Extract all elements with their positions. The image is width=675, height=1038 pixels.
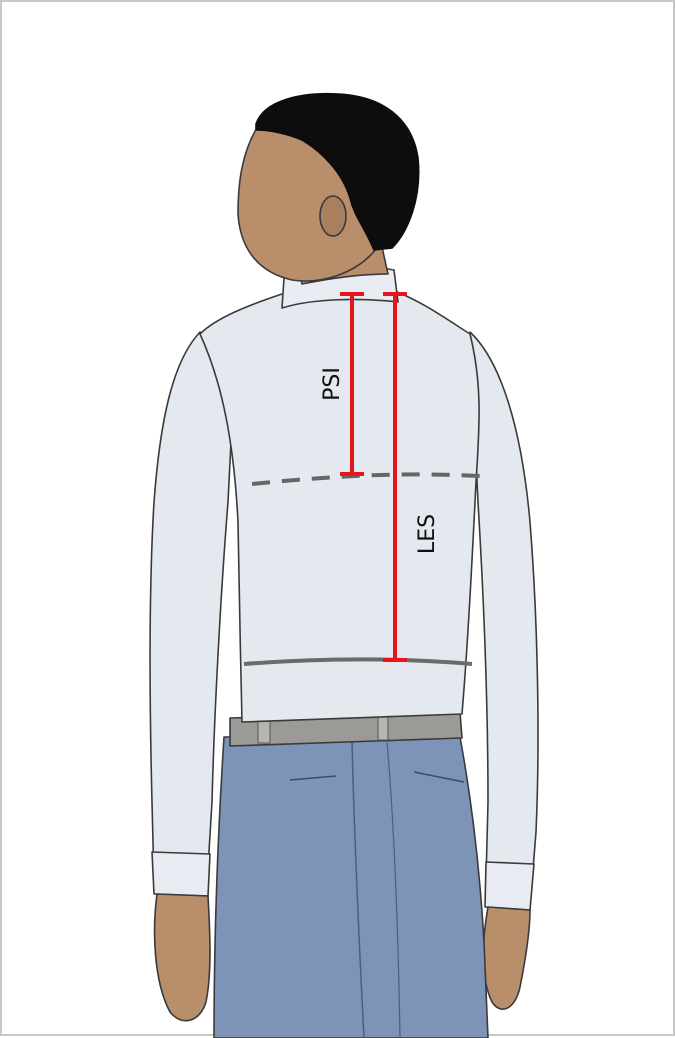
right-cuff — [485, 862, 534, 910]
les-label: LES — [415, 514, 440, 554]
trousers — [214, 737, 488, 1038]
right-sleeve — [470, 332, 538, 882]
left-cuff — [152, 852, 210, 896]
right-hand — [483, 907, 530, 1009]
left-hand — [155, 894, 210, 1021]
shirt-torso — [200, 292, 479, 722]
figure — [150, 94, 538, 1038]
psi-label: PSI — [320, 367, 345, 401]
